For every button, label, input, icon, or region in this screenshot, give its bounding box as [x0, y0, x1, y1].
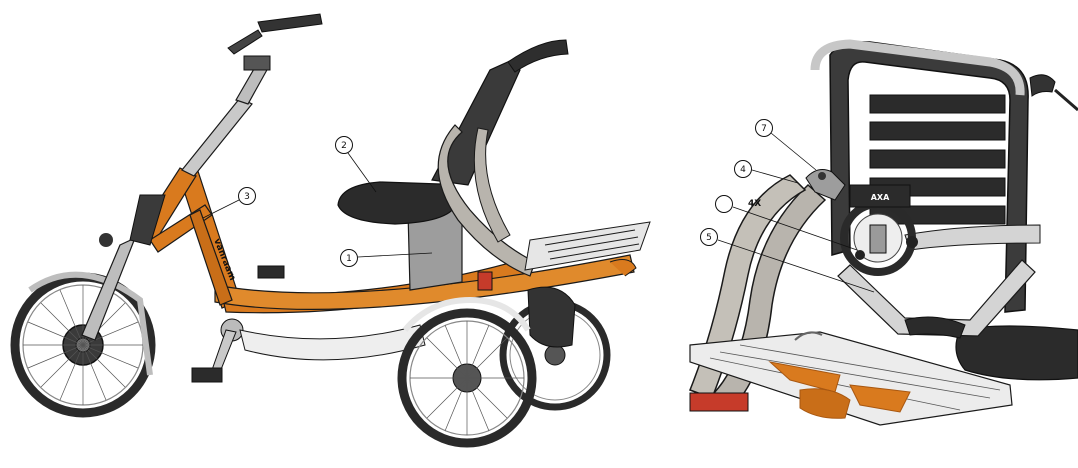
callout-4: 4 — [734, 160, 799, 184]
rear-wheel-near — [397, 296, 537, 448]
lock-brand-text: AXA — [871, 193, 890, 202]
rear-rack — [524, 221, 651, 277]
callout-1: 1 — [340, 249, 433, 267]
crank-and-pedals — [191, 265, 285, 383]
callout-3: 3 — [202, 187, 256, 219]
cross-bar — [904, 224, 1041, 251]
detail-figure: AXA 7 — [689, 39, 1078, 426]
detail-seat-cushion — [955, 325, 1078, 381]
callout-7: 4X — [715, 195, 858, 251]
front-fork — [81, 194, 166, 341]
callout-6: 7 — [755, 119, 817, 171]
lower-fairing — [239, 324, 426, 361]
quantity-note: 4X — [748, 199, 761, 209]
drive-unit — [527, 286, 576, 348]
callout-5: 5 — [700, 228, 875, 293]
callout-3-number: 3 — [244, 192, 250, 202]
steering-column — [181, 13, 323, 177]
callout-5-number: 5 — [706, 233, 712, 243]
detail-rack — [689, 316, 1013, 426]
callout-4-number: 4 — [740, 165, 746, 175]
callout-2-number: 2 — [341, 141, 347, 151]
front-wheel — [10, 271, 156, 418]
callout-2: 2 — [335, 136, 377, 193]
backrest-frame — [431, 39, 569, 277]
ring-lock: AXA — [840, 184, 918, 276]
callout-1-number: 1 — [346, 254, 352, 264]
callout-6-number: 7 — [761, 124, 767, 134]
tube-end-cap — [689, 392, 749, 412]
seat-cushion — [337, 181, 458, 225]
rear-reflector — [477, 271, 493, 291]
mount-clamp — [805, 169, 846, 201]
tricycle-figure: vanraam — [10, 13, 651, 448]
